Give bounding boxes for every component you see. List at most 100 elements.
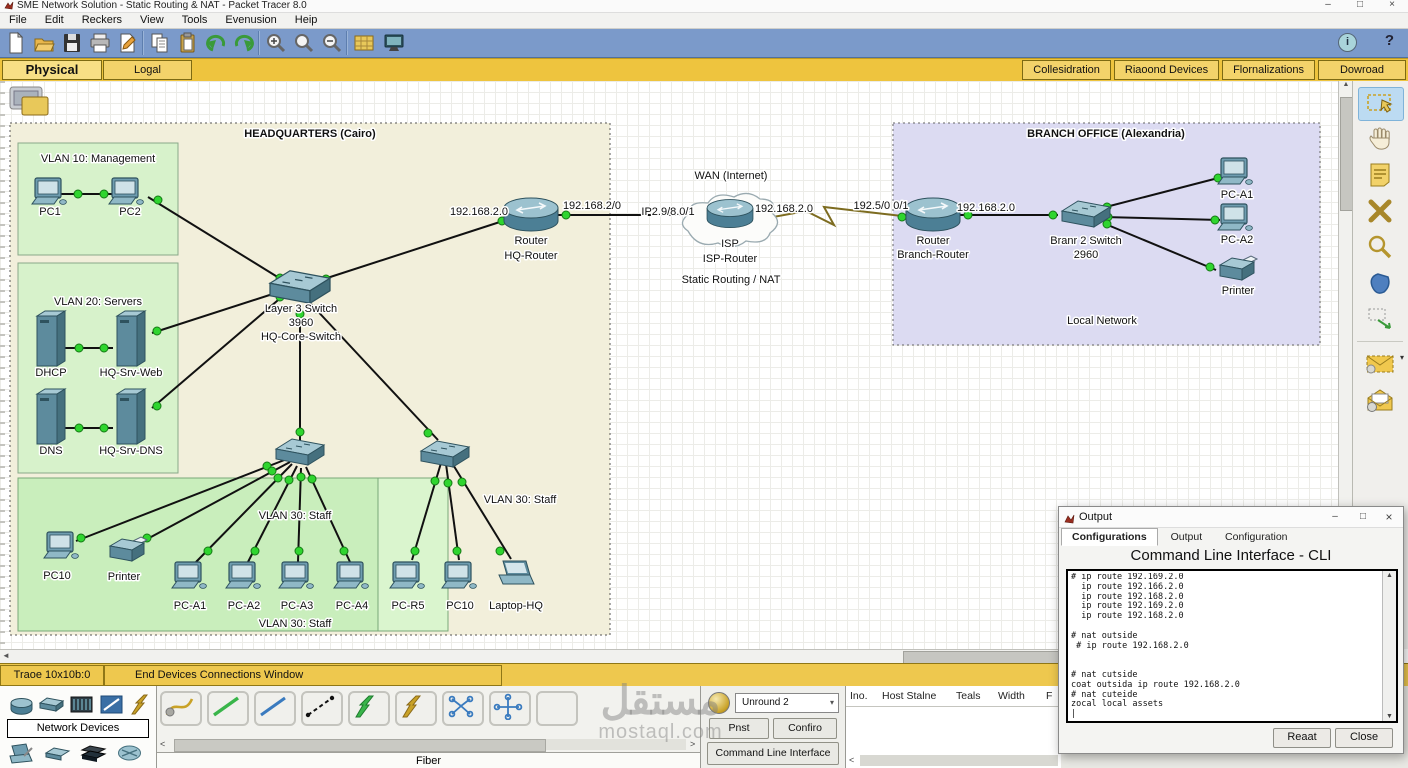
scroll-up-icon[interactable]: ▲: [1386, 572, 1393, 579]
select-tool[interactable]: [1358, 87, 1404, 121]
hub-disc-category-icon[interactable]: [116, 742, 143, 765]
paste-icon[interactable]: [176, 31, 202, 55]
activity-wizard-icon[interactable]: [116, 31, 142, 55]
tab-output[interactable]: Output: [1170, 531, 1203, 543]
undo-icon[interactable]: [204, 31, 230, 55]
security-category-icon[interactable]: [80, 742, 107, 765]
save-icon[interactable]: [60, 31, 86, 55]
link[interactable]: [1102, 222, 1217, 271]
menu-item[interactable]: Edit: [44, 14, 64, 26]
connection-octopus-b-icon[interactable]: [489, 691, 531, 726]
reset-button[interactable]: Reaat: [1273, 728, 1331, 748]
device-pc1[interactable]: [31, 177, 68, 205]
tab-physical[interactable]: Physical: [2, 60, 102, 80]
connection-octopus-a-icon[interactable]: [442, 691, 484, 726]
wireless-category-icon[interactable]: [98, 693, 125, 716]
add-simple-pdu-tool[interactable]: [1358, 349, 1402, 381]
device-branch-pc-a1[interactable]: [1217, 157, 1254, 185]
link[interactable]: [310, 303, 439, 441]
inspect-tool[interactable]: [1358, 231, 1402, 263]
add-complex-pdu-tool[interactable]: [1358, 385, 1402, 417]
device-pc2[interactable]: [108, 177, 144, 205]
device-pc-a4[interactable]: [333, 561, 369, 590]
workspace-right-tab[interactable]: Riaoond Devices: [1113, 60, 1220, 80]
link[interactable]: [151, 289, 286, 334]
device-isp-router[interactable]: [706, 198, 754, 229]
custom-device-dialog-icon[interactable]: [382, 31, 408, 55]
copy-icon[interactable]: [148, 31, 174, 55]
link[interactable]: [75, 458, 288, 542]
menu-item[interactable]: File: [9, 14, 27, 26]
scroll-left-icon[interactable]: ◄: [2, 651, 10, 660]
menu-item[interactable]: Heip: [294, 14, 318, 26]
move-layout-tool[interactable]: [1358, 123, 1402, 155]
zoom-out-icon[interactable]: [320, 31, 346, 55]
close-output-button[interactable]: Close: [1335, 728, 1393, 748]
routers-category-icon[interactable]: [8, 693, 35, 716]
info-icon[interactable]: i: [1338, 33, 1357, 52]
cli-button[interactable]: Command Line Interface: [707, 742, 839, 765]
pdu-table-scrollbar[interactable]: <: [846, 754, 1061, 767]
device-branch-pc-a2[interactable]: [1217, 203, 1254, 231]
new-file-icon[interactable]: [4, 31, 30, 55]
connection-crossover-icon[interactable]: [301, 691, 343, 726]
terminal-scrollbar[interactable]: ▲ ▼: [1382, 571, 1396, 721]
output-minimize-button[interactable]: –: [1332, 511, 1338, 522]
device-pc-r5[interactable]: [389, 561, 425, 590]
drawing-palette-icon[interactable]: [352, 31, 378, 55]
connection-scrollbar[interactable]: < >: [157, 738, 700, 752]
output-window[interactable]: Output – □ × Configurations Output Confi…: [1058, 506, 1404, 754]
switches-category-icon[interactable]: [38, 693, 65, 716]
menu-item[interactable]: Tools: [181, 14, 208, 26]
zoom-reset-icon[interactable]: [292, 31, 318, 55]
connection-auto-icon[interactable]: [160, 691, 202, 726]
device-pc-a1[interactable]: [171, 561, 207, 590]
scroll-left-small-icon[interactable]: <: [160, 739, 166, 749]
connection-copper-icon[interactable]: [254, 691, 296, 726]
device-dns-server[interactable]: [36, 388, 66, 445]
device-dropdown[interactable]: Unround 2 ▾: [735, 693, 839, 713]
device-ball-icon[interactable]: [708, 692, 730, 714]
menu-item[interactable]: View: [140, 14, 164, 26]
print-icon[interactable]: [88, 31, 114, 55]
tab-configuration[interactable]: Configuration: [1225, 531, 1288, 543]
open-file-icon[interactable]: [32, 31, 58, 55]
device-hq-srv-dns[interactable]: [116, 388, 146, 445]
output-restore-button[interactable]: □: [1359, 511, 1367, 522]
connection-blank-slot[interactable]: [536, 691, 578, 726]
output-close-button[interactable]: ×: [1385, 510, 1393, 524]
scroll-down-icon[interactable]: ▼: [1386, 713, 1393, 720]
device-branch-router[interactable]: [905, 197, 961, 232]
device-dhcp-server[interactable]: [36, 310, 66, 367]
minimize-button[interactable]: –: [1325, 0, 1331, 10]
tab-configurations[interactable]: Configurations: [1061, 528, 1158, 546]
device-pc-a2[interactable]: [225, 561, 261, 590]
restore-button[interactable]: □: [1356, 0, 1364, 10]
device-hq-router[interactable]: [503, 197, 559, 232]
scroll-right-small-icon[interactable]: >: [690, 739, 696, 749]
resize-shape-tool[interactable]: [1358, 303, 1402, 335]
device-pc-a3[interactable]: [278, 561, 314, 590]
device-pc10[interactable]: [43, 531, 80, 560]
pnst-button[interactable]: Pnst: [709, 718, 769, 739]
workspace-right-tab[interactable]: Flornalizations: [1222, 60, 1315, 80]
help-icon[interactable]: ?: [1384, 32, 1394, 49]
scroll-up-icon[interactable]: ▲: [1342, 81, 1350, 88]
link[interactable]: [297, 467, 302, 563]
delete-tool[interactable]: [1358, 195, 1402, 227]
device-hq-srv-web[interactable]: [116, 310, 146, 367]
close-button[interactable]: ×: [1389, 0, 1395, 10]
draw-polygon-tool[interactable]: [1358, 267, 1402, 299]
link[interactable]: [1101, 176, 1223, 209]
polygon-dropdown-icon[interactable]: ▾: [1400, 353, 1405, 362]
link[interactable]: [147, 196, 285, 282]
connections-category-icon[interactable]: [128, 693, 155, 716]
end-devices-category-icon[interactable]: [8, 742, 35, 765]
place-note-tool[interactable]: [1358, 159, 1402, 191]
workspace-right-tab[interactable]: Collesidration: [1022, 60, 1111, 80]
connection-fiber-icon[interactable]: [348, 691, 390, 726]
link[interactable]: [1102, 216, 1221, 221]
connscroll-thumb[interactable]: [174, 739, 546, 752]
menu-item[interactable]: Evenusion: [225, 14, 277, 26]
redo-icon[interactable]: [232, 31, 258, 55]
